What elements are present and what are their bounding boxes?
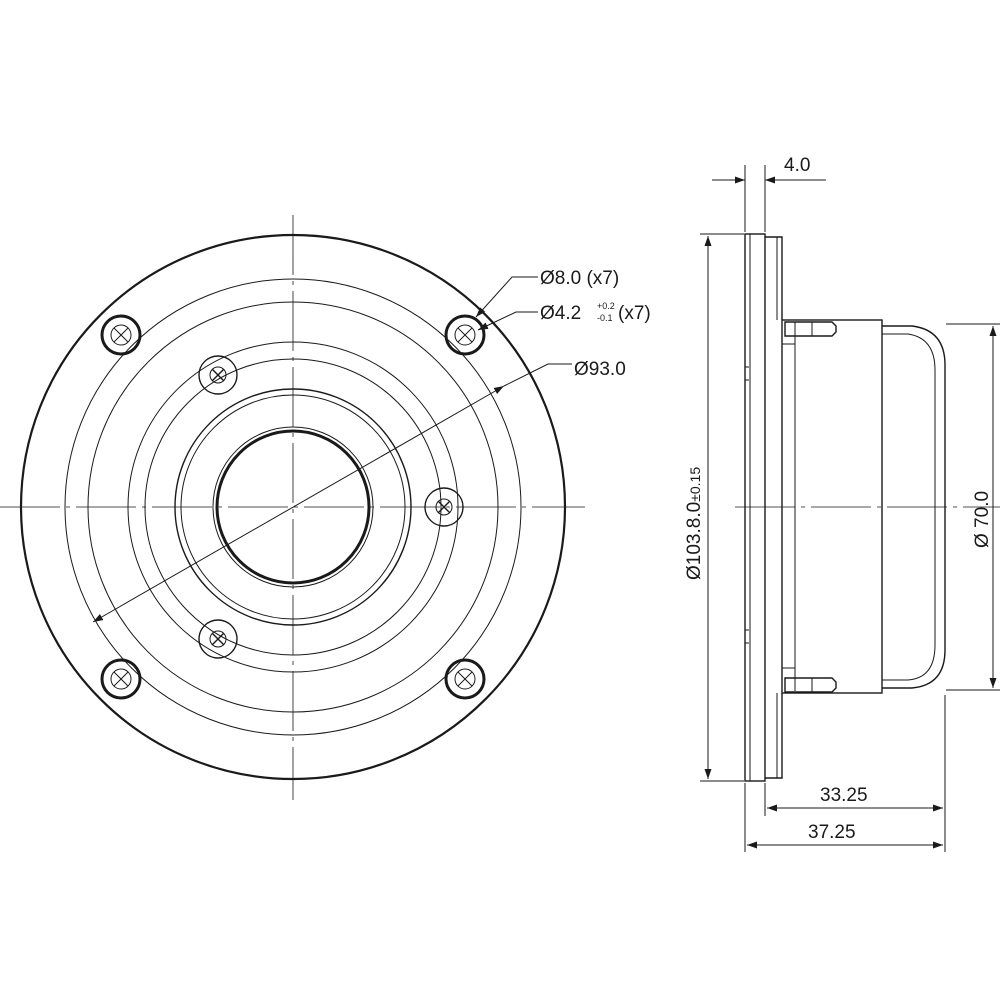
screw-bottom <box>198 619 238 659</box>
label-depth-body: 33.25 <box>820 785 868 806</box>
leader-screw-hole <box>477 311 538 331</box>
label-depth-total: 37.25 <box>808 822 856 843</box>
label-flange-thickness: 4.0 <box>784 155 810 176</box>
flange-inner-ring <box>64 278 522 736</box>
mount-hole-bottom-right <box>444 658 486 700</box>
label-screw-hole-tol-plus: +0.2 <box>597 301 615 311</box>
mount-hole-top-left <box>100 314 142 356</box>
label-body-dia: Ø 70.0 <box>972 491 993 548</box>
front-view: Ø8.0 (x7) Ø4.2 +0.2 -0.1 (x7) Ø93.0 <box>0 215 651 800</box>
side-body <box>781 319 883 694</box>
label-screw-hole-tol-minus: -0.1 <box>597 313 613 323</box>
leader-bolt-circle <box>503 363 572 387</box>
mount-hole-top-right <box>444 314 486 356</box>
label-screw-hole-dia: Ø4.2 <box>540 303 581 324</box>
label-screw-hole-count: (x7) <box>618 303 651 324</box>
label-bolt-circle-dia: Ø93.0 <box>574 359 626 380</box>
leader-mount-hole <box>475 276 538 318</box>
side-flange-step <box>765 236 783 779</box>
outer-flange-edge <box>19 233 567 781</box>
label-outer-dia: Ø103.8.0±0.15 <box>684 467 705 580</box>
side-view: 4.0 Ø103.8.0±0.15 Ø 70.0 33.25 37.25 <box>684 155 1000 852</box>
dim-bolt-circle-line <box>92 385 505 623</box>
terminal-bottom <box>784 677 837 693</box>
label-mount-hole-dia: Ø8.0 (x7) <box>540 268 619 289</box>
side-flange <box>744 233 766 782</box>
screw-top <box>198 355 238 395</box>
side-rear-cap <box>882 325 946 689</box>
terminal-top <box>784 321 837 337</box>
mount-hole-bottom-left <box>100 658 142 700</box>
